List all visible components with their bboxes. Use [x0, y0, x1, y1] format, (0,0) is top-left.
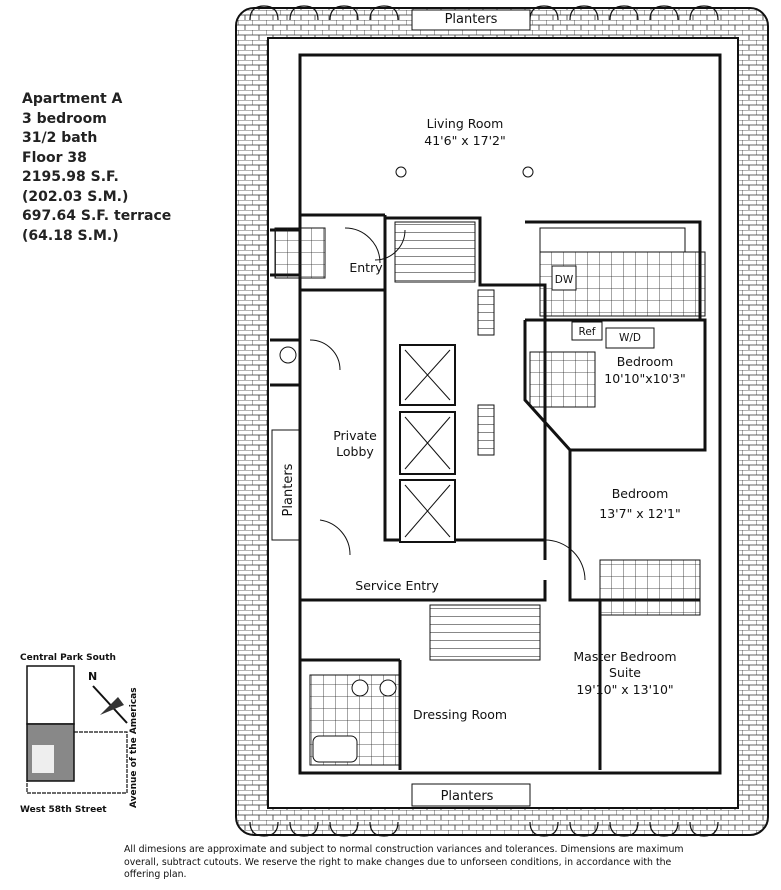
private-lobby-label-2: Lobby — [336, 444, 374, 459]
dressing-room-label: Dressing Room — [413, 707, 507, 722]
private-lobby-label-1: Private — [333, 428, 377, 443]
avenue-americas-label: Avenue of the Americas — [129, 687, 139, 808]
powder-room — [274, 227, 326, 279]
master-bedroom-dims: 19'10" x 13'10" — [576, 682, 673, 697]
terrace-sm: (64.18 S.M.) — [22, 227, 119, 244]
terrace-sf: 697.64 S.F. terrace — [22, 208, 172, 224]
planters-side-label: Planters — [281, 463, 296, 516]
entry-label: Entry — [349, 260, 383, 275]
bath-bedroom2 — [599, 559, 701, 616]
area-sm: (202.03 S.M.) — [22, 188, 129, 205]
bedroom-1-dims: 10'10"x10'3" — [604, 371, 685, 386]
service-entry-label: Service Entry — [355, 578, 439, 593]
bath-count: 31/2 bath — [22, 130, 98, 146]
planters-top-label: Planters — [445, 12, 498, 27]
stair-south — [429, 604, 541, 661]
apartment-name: Apartment A — [22, 91, 123, 107]
dishwasher-label: DW — [555, 274, 574, 286]
bedroom-count: 3 bedroom — [22, 110, 107, 127]
master-bedroom-label-1: Master Bedroom — [573, 649, 676, 664]
disclaimer: All dimesions are approximate and subjec… — [124, 844, 684, 880]
kitchen-counter — [539, 227, 686, 253]
west-58th-label: West 58th Street — [20, 805, 107, 815]
bath-bedroom1 — [529, 351, 596, 408]
master-bedroom-label-2: Suite — [609, 665, 641, 680]
location-key-map: Central Park South N Avenue of the Ameri… — [20, 653, 139, 815]
apartment-info: Apartment A 3 bedroom 31/2 bath Floor 38… — [22, 90, 171, 246]
elevators — [399, 344, 456, 543]
bedroom-2-label: Bedroom — [612, 486, 669, 501]
bedroom-1-label: Bedroom — [617, 354, 674, 369]
washer-dryer-label: W/D — [619, 332, 641, 344]
north-label: N — [88, 670, 97, 683]
refrigerator-label: Ref — [579, 326, 596, 338]
stair-north — [394, 221, 476, 283]
living-room-label: Living Room — [427, 116, 504, 131]
bedroom-2-dims: 13'7" x 12'1" — [599, 506, 680, 521]
apartment-walls — [270, 53, 722, 775]
planters-bottom-label: Planters — [441, 789, 494, 804]
central-park-south-label: Central Park South — [20, 653, 116, 663]
floor-number: Floor 38 — [22, 149, 87, 166]
compass-icon — [92, 685, 128, 724]
living-room-dims: 41'6" x 17'2" — [424, 133, 505, 148]
area-sf: 2195.98 S.F. — [22, 169, 119, 185]
